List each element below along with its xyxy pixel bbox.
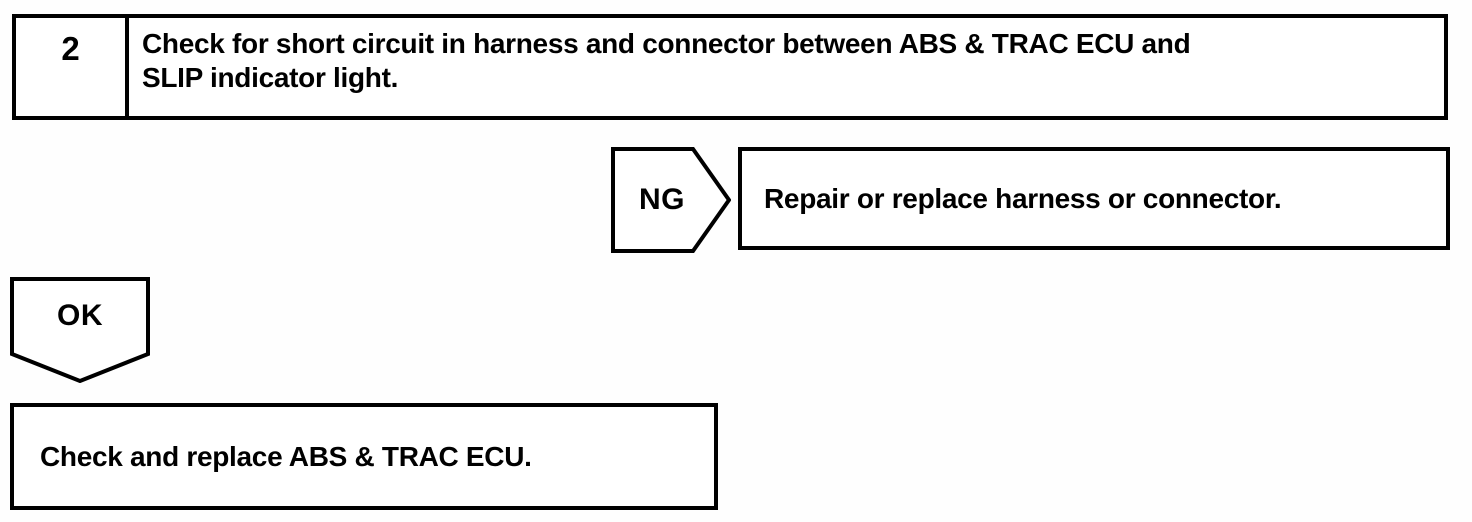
step-number: 2 [16,18,129,116]
step-instruction: Check for short circuit in harness and c… [129,18,1444,116]
step-instruction-line-1: Check for short circuit in harness and c… [142,28,1191,59]
ok-label: OK [57,299,103,332]
ng-action-text: Repair or replace harness or connector. [764,182,1282,214]
ng-label: NG [639,183,685,216]
step-instruction-line-2: SLIP indicator light. [142,62,399,93]
ng-connector: NG [611,147,731,253]
ok-action-box: Check and replace ABS & TRAC ECU. [10,403,718,510]
ng-action-box: Repair or replace harness or connector. [738,147,1450,250]
step-box: 2 Check for short circuit in harness and… [12,14,1448,120]
ok-action-text: Check and replace ABS & TRAC ECU. [40,440,532,472]
ok-connector: OK [10,277,150,383]
ok-pentagon-shape [10,277,150,383]
ng-pentagon-shape [611,147,731,253]
